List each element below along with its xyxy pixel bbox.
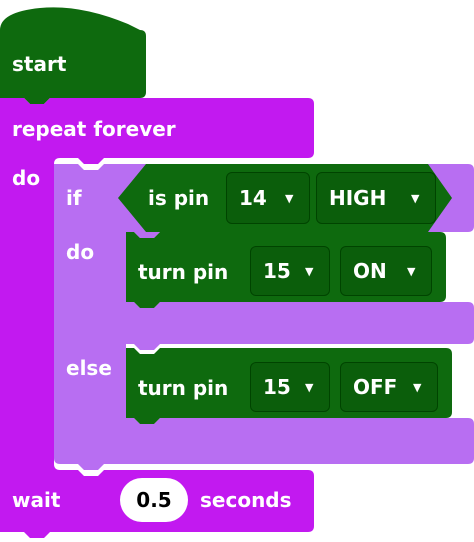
then-state-value: ON (353, 259, 387, 283)
chevron-down-icon: ▼ (305, 381, 314, 394)
chevron-down-icon: ▼ (305, 265, 314, 278)
repeat-block[interactable] (0, 98, 314, 538)
chevron-down-icon: ▼ (411, 192, 420, 205)
if-label: if (66, 186, 82, 210)
wait-seconds-input[interactable]: 0.5 (120, 478, 188, 522)
condition-pin-dropdown[interactable]: 14 ▼ (226, 172, 310, 224)
chevron-down-icon: ▼ (407, 265, 416, 278)
else-turn-pin-label: turn pin (138, 376, 229, 400)
if-else-block[interactable] (54, 164, 474, 470)
else-state-value: OFF (353, 375, 398, 399)
chevron-down-icon: ▼ (413, 381, 422, 394)
else-state-dropdown[interactable]: OFF ▼ (340, 362, 438, 412)
condition-pin-value: 14 (239, 186, 267, 210)
repeat-do-label: do (12, 166, 41, 190)
condition-state-dropdown[interactable]: HIGH ▼ (316, 172, 436, 224)
seconds-label: seconds (200, 488, 292, 512)
start-block[interactable] (0, 7, 146, 104)
else-pin-dropdown[interactable]: 15 ▼ (250, 362, 330, 412)
chevron-down-icon: ▼ (285, 192, 294, 205)
condition-state-value: HIGH (329, 186, 387, 210)
if-do-label: do (66, 240, 95, 264)
repeat-forever-label: repeat forever (12, 117, 176, 141)
start-label: start (12, 52, 67, 76)
then-pin-dropdown[interactable]: 15 ▼ (250, 246, 330, 296)
wait-label: wait (12, 488, 61, 512)
else-label: else (66, 356, 112, 380)
is-pin-label: is pin (148, 186, 210, 210)
then-turn-pin-label: turn pin (138, 260, 229, 284)
then-pin-value: 15 (263, 259, 291, 283)
then-state-dropdown[interactable]: ON ▼ (340, 246, 432, 296)
else-pin-value: 15 (263, 375, 291, 399)
